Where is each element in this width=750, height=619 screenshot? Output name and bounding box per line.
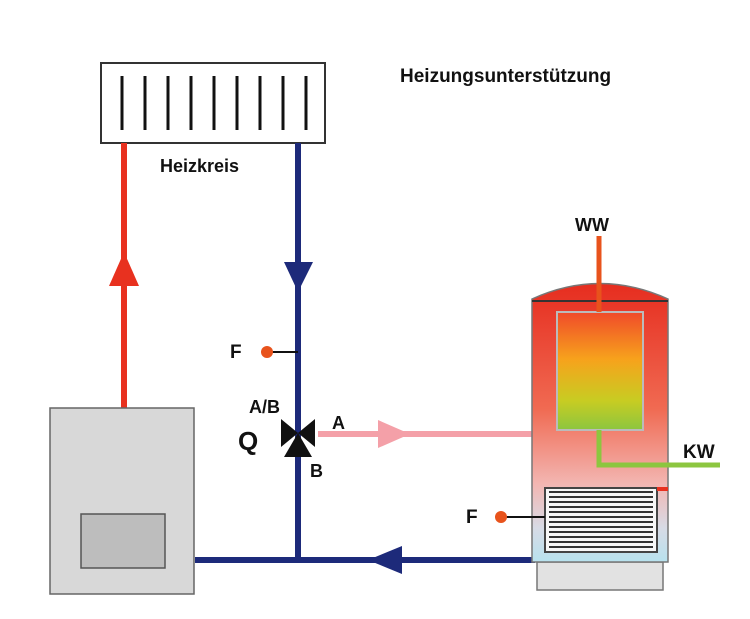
return-flow-left-arrow-icon <box>368 546 402 574</box>
pipe-sensor-label: F <box>230 342 242 363</box>
supply-flow-arrow-icon <box>109 252 139 286</box>
boiler-panel <box>80 513 166 569</box>
hot-water-exchanger <box>556 311 644 431</box>
return-flow-down-arrow-icon <box>284 262 313 292</box>
feed-flow-arrow-icon <box>378 420 410 448</box>
sensor-dot-icon <box>495 511 507 523</box>
valve-name-label: Q <box>238 426 259 456</box>
sensor-dot-icon <box>261 346 273 358</box>
return-pipe <box>195 143 535 574</box>
boiler <box>49 407 195 595</box>
valve-port-ab-label: A/B <box>249 397 280 417</box>
pipe-sensor <box>261 346 298 358</box>
valve-port-b-label: B <box>310 461 323 481</box>
tank-base <box>536 561 664 591</box>
kw-label: KW <box>683 442 715 463</box>
kw-pipe <box>596 430 720 468</box>
tank-sensor <box>495 511 545 523</box>
supply-pipe <box>109 143 139 408</box>
ww-label: WW <box>575 215 609 235</box>
valve-port-a-label: A <box>332 413 345 433</box>
radiator <box>100 62 326 144</box>
tank-sensor-label: F <box>466 507 478 528</box>
diagram-title: Heizungsunterstützung <box>400 66 612 87</box>
tank-feed-pipe <box>318 420 532 448</box>
tank-coil <box>544 487 658 553</box>
three-way-valve[interactable] <box>281 419 315 457</box>
radiator-label: Heizkreis <box>160 156 240 176</box>
